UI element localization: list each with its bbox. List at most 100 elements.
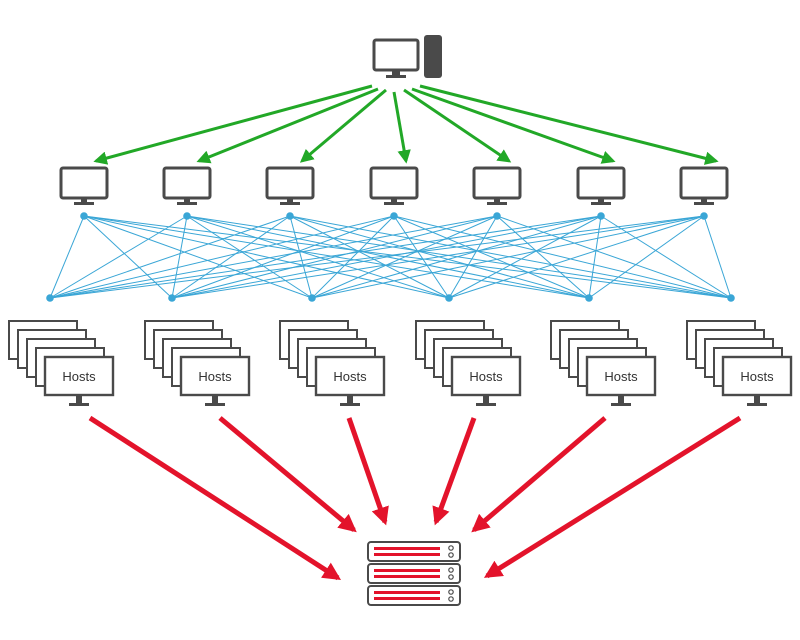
hosts-label: Hosts	[62, 369, 96, 384]
relay-node-dot	[286, 212, 294, 220]
collection-server	[367, 541, 461, 606]
mesh-link	[289, 215, 732, 299]
mesh-link	[311, 215, 395, 299]
relay-computer	[162, 166, 212, 220]
mesh-link	[171, 215, 291, 299]
relay-computer	[265, 166, 315, 220]
mesh-link	[311, 215, 705, 299]
host-monitor-stack-icon	[550, 320, 657, 406]
mesh-link	[289, 215, 450, 299]
host-group: Hosts	[415, 294, 522, 406]
host-group: Hosts	[550, 294, 657, 406]
mesh-link	[448, 215, 705, 299]
mesh-link	[49, 215, 188, 299]
host-monitor-stack-icon	[415, 320, 522, 406]
host-group-node-dot	[585, 294, 593, 302]
mesh-link	[83, 215, 732, 299]
mesh-link	[49, 215, 291, 299]
mesh-link	[171, 215, 602, 299]
host-monitor-stack-icon	[8, 320, 115, 406]
monitor-icon	[576, 166, 626, 205]
mesh-link	[393, 215, 450, 299]
mesh-link	[49, 215, 395, 299]
host-group-node-dot	[46, 294, 54, 302]
hosts-label: Hosts	[198, 369, 232, 384]
monitor-icon	[679, 166, 729, 205]
server-unit	[367, 585, 461, 606]
upload-arrow	[471, 416, 607, 533]
command-arrow	[392, 91, 411, 164]
controller-computer	[372, 35, 442, 78]
host-groups: Hosts Hosts Hosts Hosts Hosts Hosts	[8, 294, 793, 406]
mesh-link	[588, 215, 705, 299]
hosts-label: Hosts	[604, 369, 638, 384]
upload-arrow	[218, 416, 357, 533]
relay-node-dot	[183, 212, 191, 220]
monitor-icon	[265, 166, 315, 205]
command-arrow	[196, 87, 379, 164]
relay-computer	[576, 166, 626, 220]
host-group: Hosts	[144, 294, 251, 406]
monitor-icon	[369, 166, 419, 205]
mesh-link	[311, 215, 498, 299]
command-arrow	[411, 87, 616, 164]
monitor-icon	[59, 166, 109, 205]
mesh-link	[588, 215, 602, 299]
relay-computer	[369, 166, 419, 220]
host-monitor-stack-icon	[144, 320, 251, 406]
mesh-link	[448, 215, 498, 299]
host-group-node-dot	[308, 294, 316, 302]
monitor-icon	[162, 166, 212, 205]
relay-node-dot	[700, 212, 708, 220]
relay-node-dot	[493, 212, 501, 220]
mesh-link	[186, 215, 450, 299]
command-arrows	[93, 84, 719, 165]
relay-computer	[59, 166, 109, 220]
relay-computers	[59, 166, 729, 220]
server-unit	[367, 541, 461, 562]
mesh-link	[83, 215, 450, 299]
mesh-links	[49, 215, 732, 299]
upload-arrow	[483, 415, 742, 579]
upload-arrow	[432, 417, 477, 526]
relay-computer	[679, 166, 729, 220]
mesh-link	[393, 215, 732, 299]
host-group: Hosts	[8, 294, 115, 406]
upload-arrow	[346, 417, 389, 526]
mesh-link	[83, 215, 313, 299]
mesh-link	[311, 215, 602, 299]
host-group-node-dot	[445, 294, 453, 302]
hosts-label: Hosts	[469, 369, 503, 384]
server-unit	[367, 563, 461, 584]
mesh-link	[600, 215, 732, 299]
mesh-link	[448, 215, 602, 299]
host-group: Hosts	[686, 294, 793, 406]
mesh-link	[289, 215, 313, 299]
command-arrow	[299, 88, 387, 163]
mesh-link	[496, 215, 732, 299]
host-group-node-dot	[168, 294, 176, 302]
mesh-link	[49, 215, 498, 299]
mesh-link	[49, 215, 85, 299]
mesh-link	[49, 215, 602, 299]
host-monitor-stack-icon	[279, 320, 386, 406]
mesh-link	[171, 215, 395, 299]
relay-node-dot	[390, 212, 398, 220]
relay-node-dot	[80, 212, 88, 220]
mesh-link	[186, 215, 732, 299]
hosts-label: Hosts	[740, 369, 774, 384]
mesh-link	[186, 215, 313, 299]
controller-monitor-icon	[372, 38, 420, 78]
command-arrow	[93, 84, 373, 165]
controller-tower-icon	[424, 35, 442, 78]
mesh-link	[171, 215, 188, 299]
monitor-icon	[472, 166, 522, 205]
mesh-link	[171, 215, 705, 299]
hosts-label: Hosts	[333, 369, 367, 384]
host-group-node-dot	[727, 294, 735, 302]
mesh-link	[171, 215, 498, 299]
mesh-link	[49, 215, 705, 299]
upload-arrows	[88, 415, 742, 581]
command-arrow	[403, 88, 512, 163]
